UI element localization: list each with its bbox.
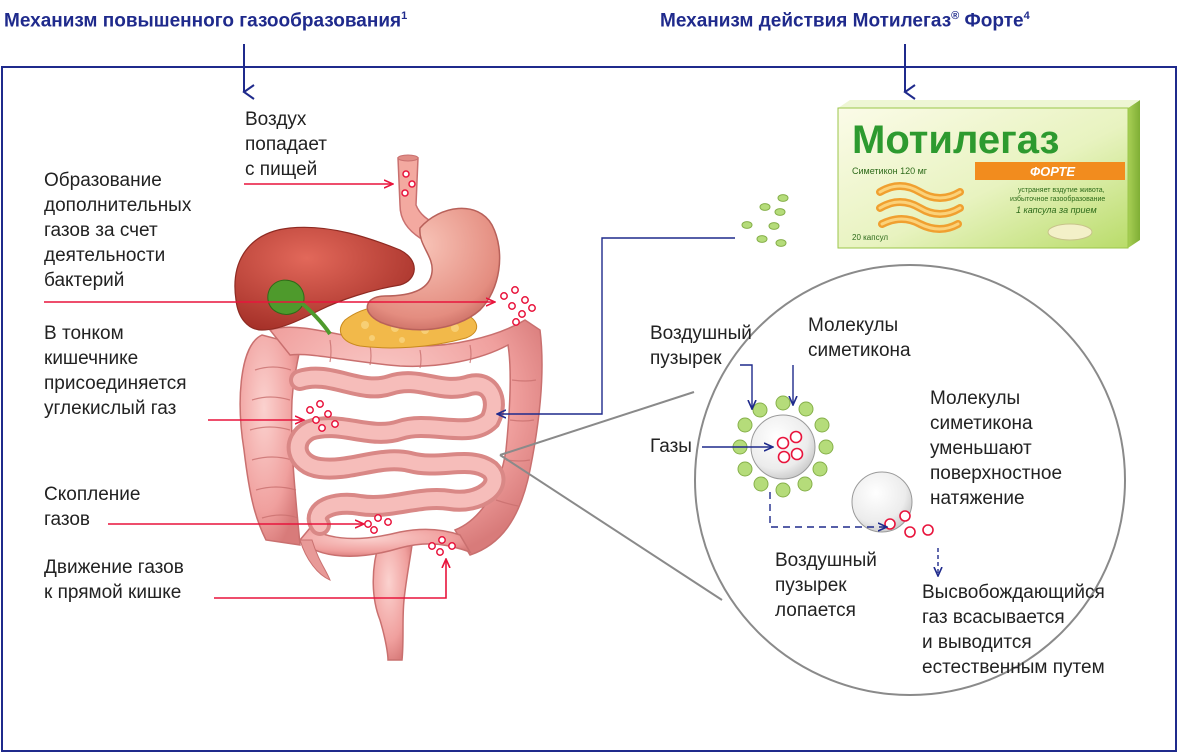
pointer-burst bbox=[769, 492, 886, 527]
label-simeticone: Молекулы симетикона bbox=[808, 315, 911, 361]
pointer-air-bubble bbox=[740, 364, 752, 408]
label-air-bubble: Воздушный пузырек bbox=[650, 323, 752, 369]
magnifier-inset bbox=[499, 264, 1126, 696]
product-usage: 1 капсула за прием bbox=[1016, 205, 1097, 215]
label-accum: Скопление газов bbox=[44, 484, 141, 530]
digestive-tract-illustration bbox=[234, 154, 543, 661]
pointer-movement bbox=[214, 560, 446, 599]
product-variant: ФОРТЕ bbox=[1030, 164, 1075, 179]
label-movement: Движение газов к прямой кишке bbox=[44, 557, 184, 603]
diagram-frame bbox=[1, 66, 1177, 752]
label-co2: В тонком кишечнике присоединяется углеки… bbox=[44, 323, 187, 419]
product-box: Мотилегаз ФОРТЕ Симетикон 120 мг устраня… bbox=[837, 100, 1140, 249]
product-claim-2: избыточное газообразование bbox=[1010, 195, 1105, 203]
product-brand: Мотилегаз bbox=[852, 118, 1059, 162]
product-dose: Симетикон 120 мг bbox=[852, 166, 928, 176]
product-claim-1: устраняет вздутие живота, bbox=[1018, 187, 1105, 194]
connector-molecules-to-intestine bbox=[498, 237, 735, 414]
label-tension: Молекулы симетикона уменьшают поверхност… bbox=[930, 388, 1063, 509]
air-bubble-with-molecules bbox=[732, 395, 834, 498]
simeticone-molecules-floating bbox=[741, 194, 789, 247]
label-air: Воздух попадает с пищей bbox=[245, 109, 328, 180]
label-gases: Газы bbox=[650, 436, 692, 457]
left-title: Механизм повышенного газообразования1 bbox=[4, 10, 408, 32]
label-burst: Воздушный пузырек лопается bbox=[775, 550, 877, 621]
right-title: Механизм действия Мотилегаз® Форте4 bbox=[660, 10, 1030, 32]
product-count: 20 капсул bbox=[852, 233, 888, 242]
bursting-bubble bbox=[851, 471, 934, 538]
label-bacteria: Образование дополнительных газов за счет… bbox=[44, 170, 192, 291]
label-release: Высвобождающийся газ всасывается и вывод… bbox=[922, 582, 1105, 678]
